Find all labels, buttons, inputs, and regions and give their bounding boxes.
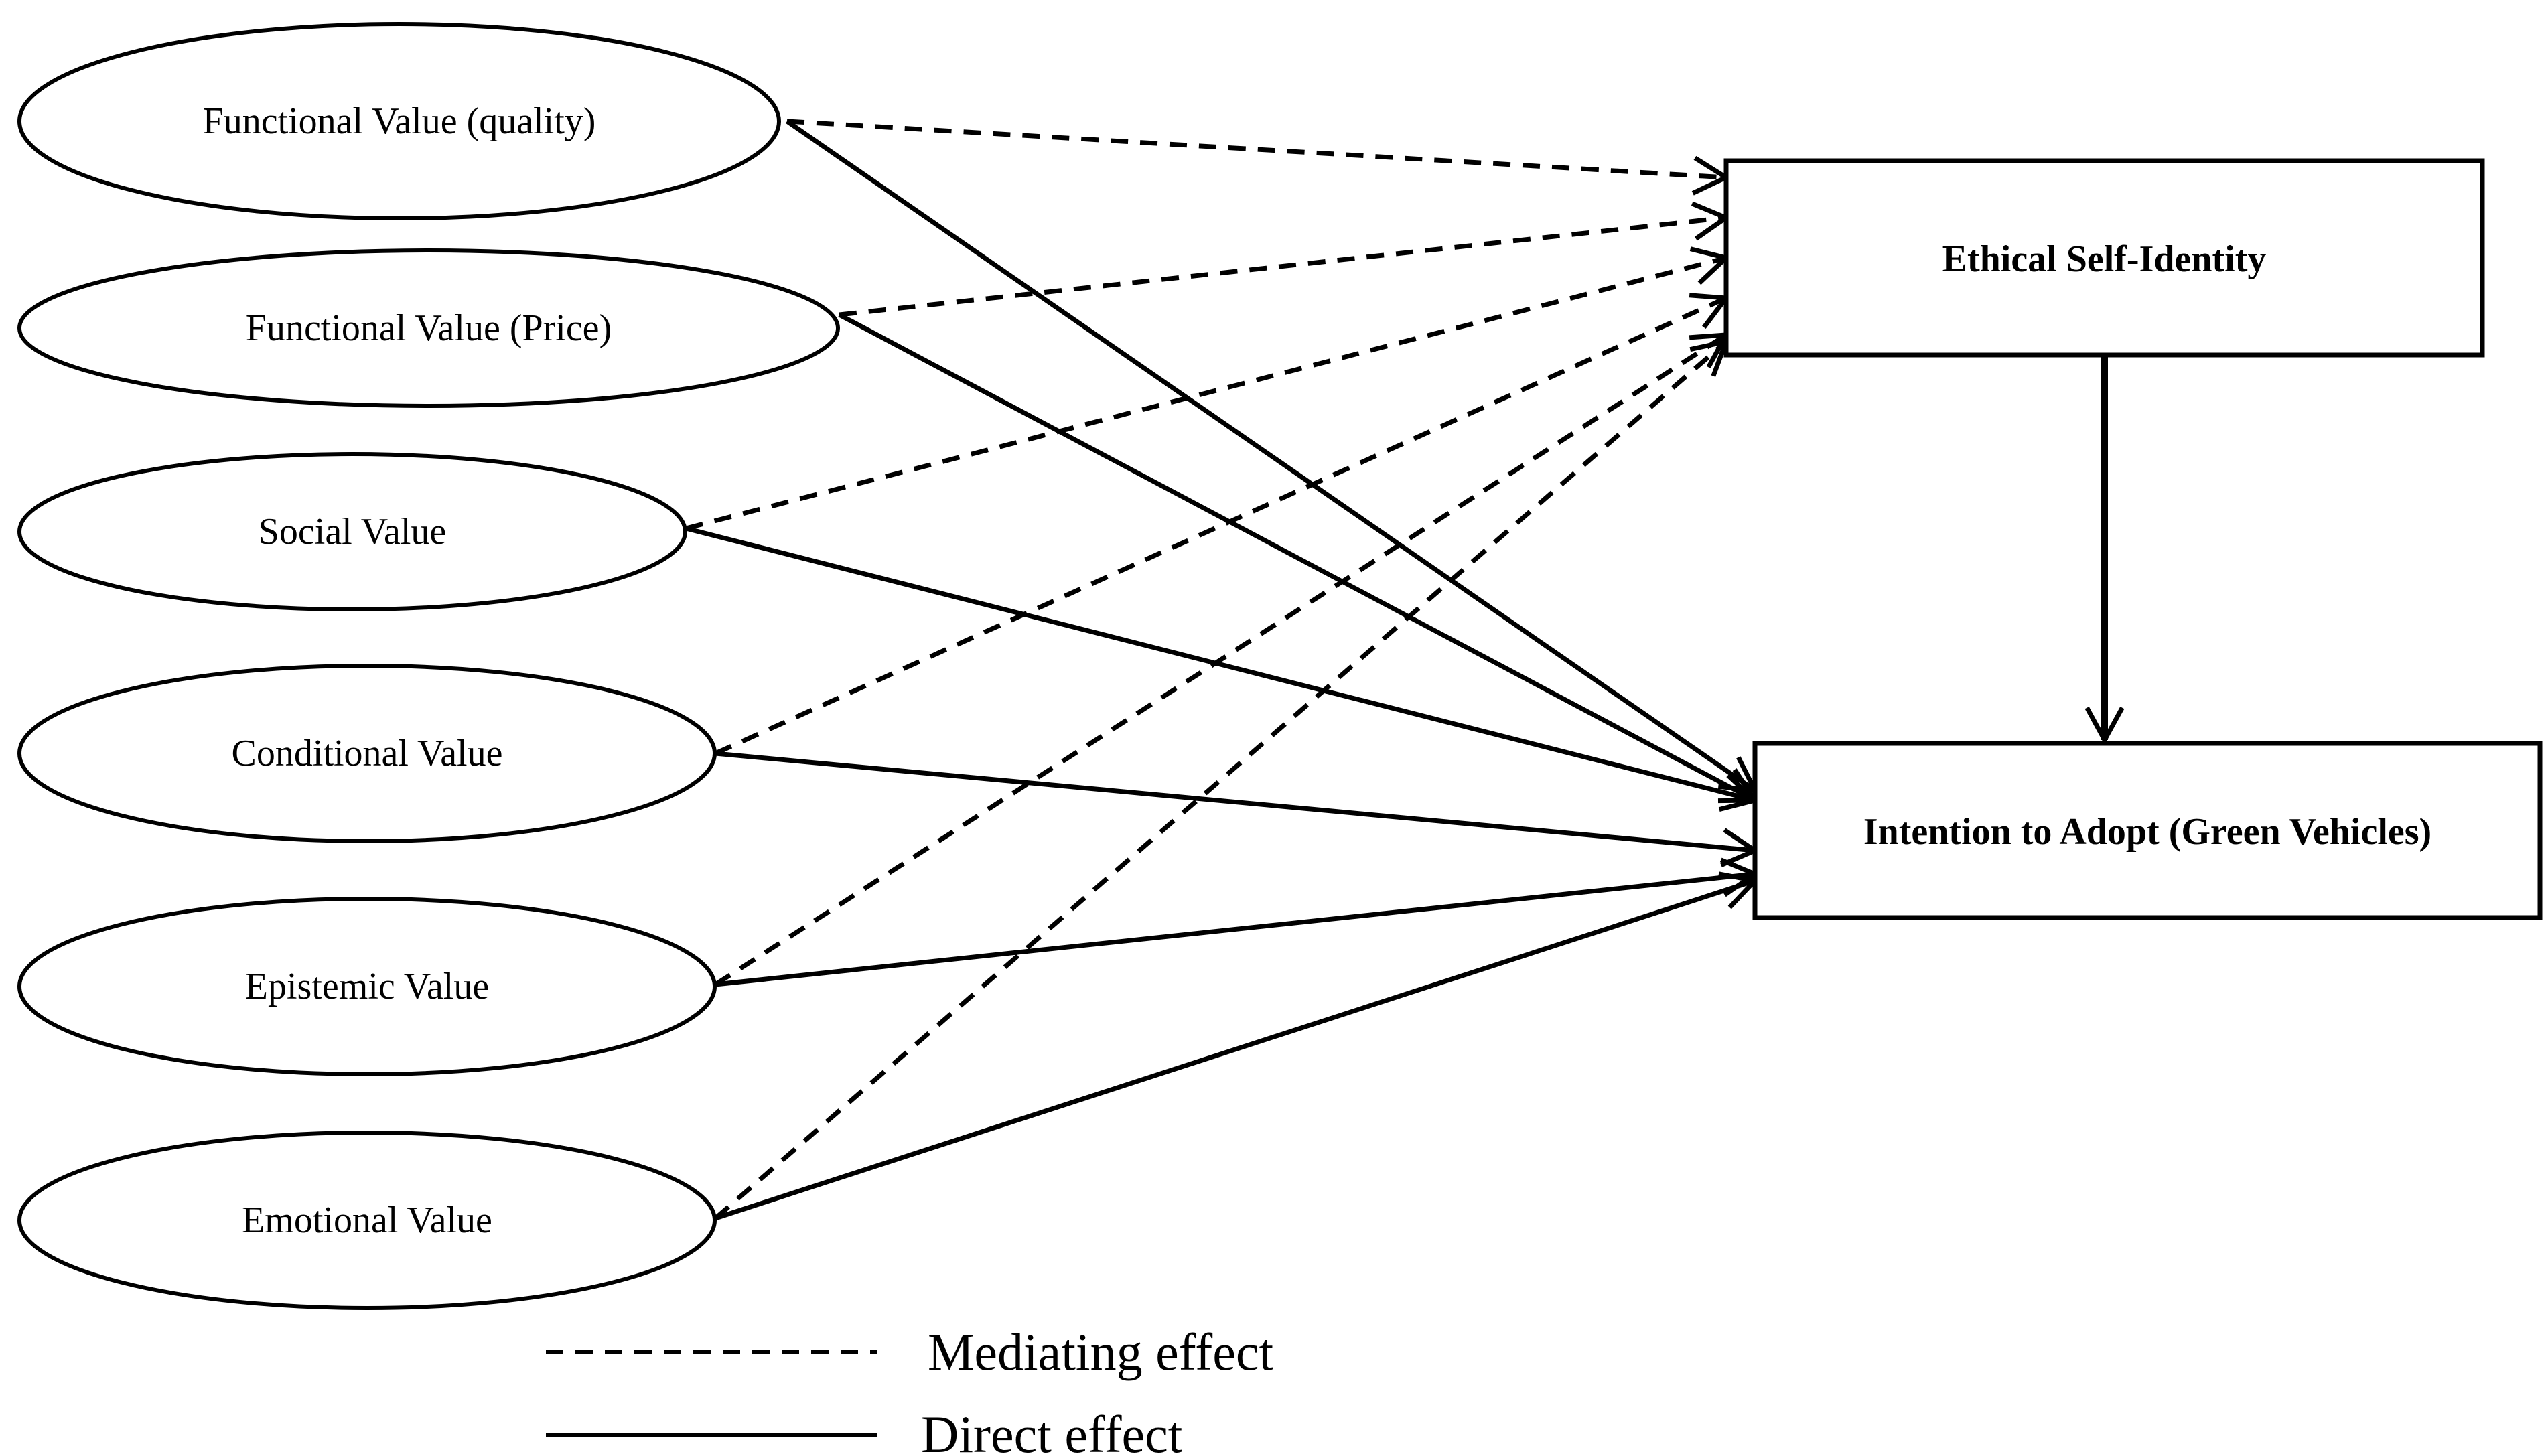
direct-path-fv-price-to-intention bbox=[838, 312, 1760, 804]
legend-direct-label: Direct effect bbox=[921, 1405, 1183, 1456]
legend-item-direct: Direct effect bbox=[546, 1405, 1183, 1456]
mediating-path-conditional-to-ethical bbox=[714, 293, 1731, 756]
mediator-ethical-rect bbox=[1723, 158, 2485, 358]
construct-social-label: Social Value bbox=[259, 511, 446, 553]
mediating-path-fv-price-to-ethical-line bbox=[839, 215, 1727, 317]
direct-path-fv-quality-to-intention bbox=[786, 119, 1760, 794]
mediator-ethical-box: Ethical Self-Identity bbox=[1723, 158, 2485, 358]
mediating-path-emotional-to-ethical-line bbox=[713, 340, 1728, 1220]
construct-emotional-ellipse bbox=[17, 1131, 717, 1310]
mediating-path-emotional-to-ethical bbox=[713, 338, 1730, 1220]
construct-social-ellipse bbox=[17, 452, 687, 611]
path-arrows bbox=[685, 119, 2125, 1221]
construct-fv-price: Functional Value (Price) bbox=[17, 248, 840, 408]
construct-conditional: Conditional Value bbox=[17, 664, 717, 843]
construct-conditional-label: Conditional Value bbox=[232, 733, 503, 774]
mediating-path-epistemic-to-ethical bbox=[714, 332, 1731, 987]
direct-path-conditional-to-intention-line bbox=[715, 751, 1756, 853]
construct-emotional-label: Emotional Value bbox=[242, 1199, 492, 1241]
construct-fv-price-label: Functional Value (Price) bbox=[246, 307, 612, 349]
outcome-intention-label: Intention to Adopt (Green Vehicles) bbox=[1863, 811, 2431, 853]
outcome-intention-rect bbox=[1752, 741, 2543, 920]
mediating-path-epistemic-to-ethical-line bbox=[714, 333, 1727, 987]
mediating-path-fv-quality-to-ethical bbox=[786, 119, 1731, 196]
construct-fv-price-ellipse bbox=[17, 248, 840, 408]
construct-fv-quality-label: Functional Value (quality) bbox=[203, 100, 596, 142]
direct-path-ethical-to-intention-arrowhead bbox=[2084, 707, 2125, 745]
direct-path-emotional-to-intention bbox=[714, 871, 1760, 1221]
direct-path-fv-price-to-intention-line bbox=[838, 312, 1756, 803]
construct-nodes: Functional Value (quality) Functional Val… bbox=[17, 22, 2543, 1310]
mediator-ethical-label: Ethical Self-Identity bbox=[1942, 238, 2267, 280]
construct-conditional-ellipse bbox=[17, 664, 717, 843]
mediating-path-conditional-to-ethical-line bbox=[714, 295, 1727, 756]
direct-path-epistemic-to-intention bbox=[715, 857, 1760, 987]
direct-path-emotional-to-intention-line bbox=[714, 878, 1756, 1221]
legend-mediating-label: Mediating effect bbox=[928, 1323, 1274, 1381]
construct-epistemic: Epistemic Value bbox=[17, 897, 717, 1076]
construct-epistemic-label: Epistemic Value bbox=[245, 966, 489, 1007]
mediating-path-fv-quality-to-ethical-line bbox=[786, 119, 1727, 180]
construct-social: Social Value bbox=[17, 452, 687, 611]
direct-path-ethical-to-intention bbox=[2084, 355, 2125, 745]
mediating-path-fv-price-to-ethical bbox=[839, 201, 1731, 317]
direct-path-social-to-intention-line bbox=[685, 526, 1756, 803]
mediating-path-social-to-ethical bbox=[685, 246, 1731, 531]
construct-fv-quality: Functional Value (quality) bbox=[17, 22, 781, 220]
construct-epistemic-ellipse bbox=[17, 897, 717, 1076]
construct-fv-quality-ellipse bbox=[17, 22, 781, 220]
direct-path-epistemic-to-intention-line bbox=[715, 871, 1756, 987]
mediating-path-social-to-ethical-line bbox=[685, 255, 1727, 531]
construct-emotional: Emotional Value bbox=[17, 1131, 717, 1310]
outcome-intention-box: Intention to Adopt (Green Vehicles) bbox=[1752, 741, 2543, 920]
direct-path-fv-quality-to-intention-line bbox=[786, 119, 1756, 792]
legend-item-mediating: Mediating effect bbox=[546, 1323, 1274, 1381]
